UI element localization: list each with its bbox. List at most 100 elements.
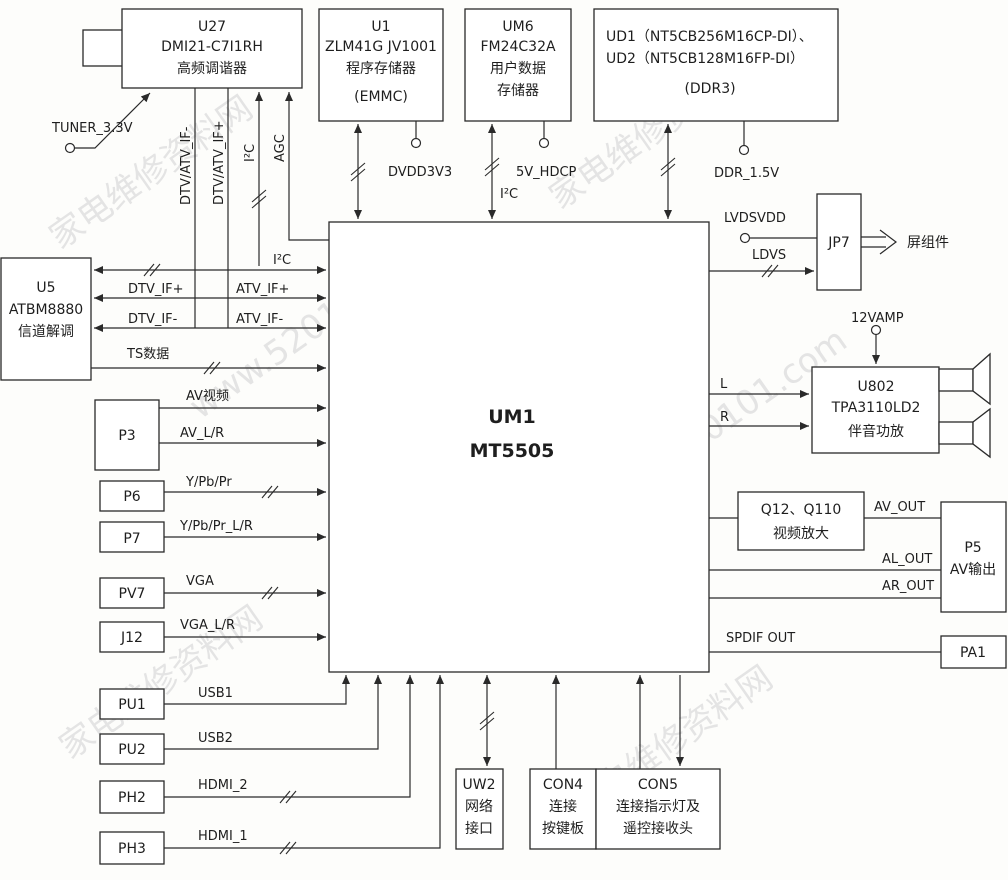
pa1-ref: PA1 <box>960 645 986 661</box>
bus-slash <box>484 163 500 177</box>
uw2-network-box <box>455 768 504 850</box>
hdmi2-bus <box>164 675 414 798</box>
con5-name1: 连接指示灯及 <box>616 798 700 815</box>
bus-slash <box>484 157 500 171</box>
bus-slash <box>660 157 676 171</box>
ddr3-box <box>593 8 839 122</box>
lvdsvdd-label: LVDSVDD <box>724 211 786 226</box>
hdcp-label: 5V_HDCP <box>516 165 577 180</box>
eeprom-i2c-label: I²C <box>500 187 518 202</box>
panel-label: 屏组件 <box>907 235 949 251</box>
bus-slash <box>350 162 366 176</box>
ph2-box <box>99 780 165 814</box>
ldvs-label: LDVS <box>752 248 786 263</box>
bus-slash <box>143 263 155 277</box>
av-out-label: AV_OUT <box>874 500 925 515</box>
tuner-power-label: TUNER_3.3V <box>51 121 133 136</box>
con4-name1: 连接 <box>549 798 577 815</box>
p5-av-out-box <box>940 501 1007 613</box>
atv-if-plus-label: ATV_IF+ <box>236 282 289 297</box>
p6-box <box>99 480 165 512</box>
spdif-label: SPDIF OUT <box>726 631 795 646</box>
u5-ref: U5 <box>36 280 55 296</box>
pu1-ref: PU1 <box>118 697 146 713</box>
p7-ref: P7 <box>123 531 140 547</box>
hdmi2-label: HDMI_2 <box>198 778 248 793</box>
con5-name2: 遥控接收头 <box>623 820 693 837</box>
tuner-i2c-label: I²C <box>243 144 258 162</box>
um1-ref: UM1 <box>488 406 536 428</box>
u5-demod-box <box>0 257 92 381</box>
con5-ref: CON5 <box>638 777 678 793</box>
jp7-box <box>816 193 862 291</box>
al-out-label: AL_OUT <box>882 552 932 567</box>
u1-emmc-box <box>318 8 444 122</box>
speaker-icon <box>938 407 991 459</box>
bus-slash <box>261 485 273 499</box>
tuner-if-label-2: DTV/ATV_IF+ <box>212 120 227 205</box>
u27-tuner-box <box>121 8 303 89</box>
pv7-ref: PV7 <box>119 586 146 602</box>
con4-name2: 按键板 <box>542 821 584 837</box>
u802-part: TPA3110LD2 <box>831 400 921 416</box>
amp-power-label: 12VAMP <box>851 311 904 326</box>
uw2-name1: 网络 <box>465 799 493 815</box>
speaker-icon <box>938 352 991 406</box>
ph3-box <box>99 831 165 865</box>
bus-slash <box>267 586 279 600</box>
usb2-line <box>164 675 382 750</box>
u5-part: ATBM8880 <box>9 302 83 318</box>
demod-i2c-label: I²C <box>273 253 291 268</box>
tuner-connector <box>82 29 124 67</box>
bus-slash <box>479 717 495 731</box>
dtv-if-minus-label: DTV_IF- <box>128 312 178 327</box>
q12-video-amp-box <box>737 491 865 551</box>
panel-arrow <box>861 229 897 255</box>
ts-data-label: TS数据 <box>126 347 169 362</box>
bus-slash <box>660 163 676 177</box>
con4-ref: CON4 <box>543 777 583 793</box>
usb2-label: USB2 <box>198 731 233 746</box>
bus-slash <box>251 195 267 209</box>
p3-box <box>94 399 160 471</box>
uw2-name2: 接口 <box>465 820 493 837</box>
p7-box <box>99 521 165 553</box>
um6-name2: 存储器 <box>497 83 539 99</box>
ddr-power-label: DDR_1.5V <box>714 166 779 181</box>
um1-part: MT5505 <box>470 440 555 462</box>
bus-slash <box>279 841 291 855</box>
bus-slash <box>267 485 279 499</box>
dvdd-label: DVDD3V3 <box>388 165 452 180</box>
ddr-line2: UD2（NT5CB128M16FP-DI） <box>606 51 804 67</box>
uw2-ref: UW2 <box>463 777 496 793</box>
bus-slash <box>350 168 366 182</box>
ddr-line1: UD1（NT5CB256M16CP-DI）、 <box>606 29 813 45</box>
tuner-if-label-1: DTV/ATV_IF- <box>179 126 194 205</box>
u802-amp-box <box>811 366 940 454</box>
pv7-box <box>99 577 165 609</box>
p5-name: AV输出 <box>950 562 996 578</box>
q12-ref: Q12、Q110 <box>761 502 842 518</box>
u5-name: 信道解调 <box>18 324 74 340</box>
um6-eeprom-box <box>464 8 572 122</box>
um6-name1: 用户数据 <box>490 60 546 77</box>
ypbpr-lr-label: Y/Pb/Pr_L/R <box>179 519 253 534</box>
u1-ref: U1 <box>371 19 390 35</box>
bus-slash <box>251 189 267 203</box>
ar-out-label: AR_OUT <box>882 579 934 594</box>
bus-slash <box>479 711 495 725</box>
bus-slash <box>285 841 297 855</box>
u27-part: DMI21-C7I1RH <box>161 39 263 55</box>
audio-r-label: R <box>720 410 729 425</box>
p6-ref: P6 <box>123 489 140 505</box>
u1-part: ZLM41G JV1001 <box>325 39 437 55</box>
bus-slash <box>767 264 779 278</box>
p3-ref: P3 <box>118 428 135 444</box>
bus-slash <box>279 790 291 804</box>
jp7-ref: JP7 <box>827 235 849 251</box>
um1-soc-box <box>328 221 710 673</box>
tuner-power-line <box>64 92 151 154</box>
pu2-box <box>99 733 165 765</box>
